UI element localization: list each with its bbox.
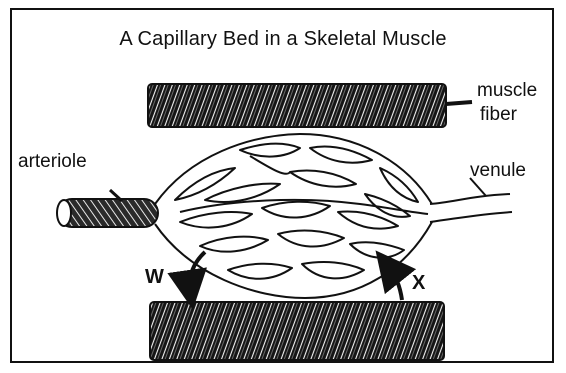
label-venule: venule [470, 160, 526, 182]
capillary-network [155, 134, 432, 298]
upper-muscle-fiber [148, 84, 446, 127]
label-muscle: muscle [477, 80, 537, 102]
label-w: W [145, 266, 164, 288]
label-fiber: fiber [480, 104, 517, 126]
muscle-fiber-pointer [446, 102, 472, 104]
label-x: X [412, 272, 425, 294]
arrow-w [190, 252, 205, 290]
label-arteriole: arteriole [18, 151, 87, 173]
arrow-x [388, 266, 402, 300]
arteriole-vessel [57, 199, 158, 227]
venule-vessel [430, 178, 512, 222]
lower-muscle-fiber [150, 302, 444, 360]
